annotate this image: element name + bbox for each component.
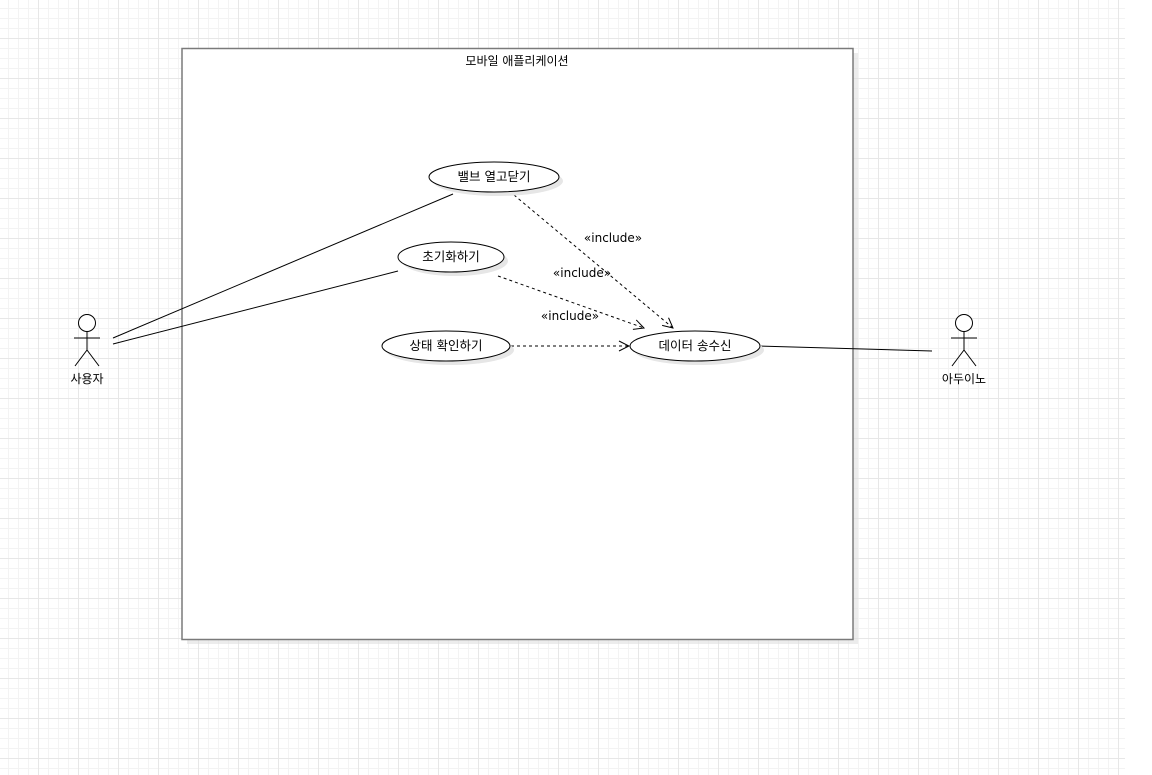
use-case-data[interactable]: 데이터 송수신 [629,330,764,365]
include-label-valve: «include» [584,231,642,245]
association-data-arduino[interactable] [758,345,933,352]
use-case-init[interactable]: 초기화하기 [397,241,508,276]
association-user-init[interactable] [112,270,399,345]
actor-user[interactable]: 사용자 [70,314,104,387]
include-label-status: «include» [541,309,599,323]
stick-figure-icon [74,314,100,367]
use-case-init-label: 초기화하기 [422,249,480,264]
system-title: 모바일 애플리케이션 [465,54,568,68]
actor-user-label: 사용자 [70,372,103,386]
stick-figure-icon [951,314,977,367]
actor-arduino[interactable]: 아두이노 [942,314,986,387]
actor-arduino-label: 아두이노 [942,372,986,386]
association-user-valve[interactable] [112,193,454,339]
include-label-init: «include» [553,266,611,280]
include-valve-data[interactable] [513,194,673,328]
use-case-data-label: 데이터 송수신 [659,338,732,353]
use-case-valve[interactable]: 밸브 열고닫기 [428,161,563,196]
include-init-data[interactable] [497,275,644,328]
use-case-status-label: 상태 확인하기 [410,338,483,353]
use-case-status[interactable]: 상태 확인하기 [381,330,514,365]
use-case-valve-label: 밸브 열고닫기 [458,169,531,184]
